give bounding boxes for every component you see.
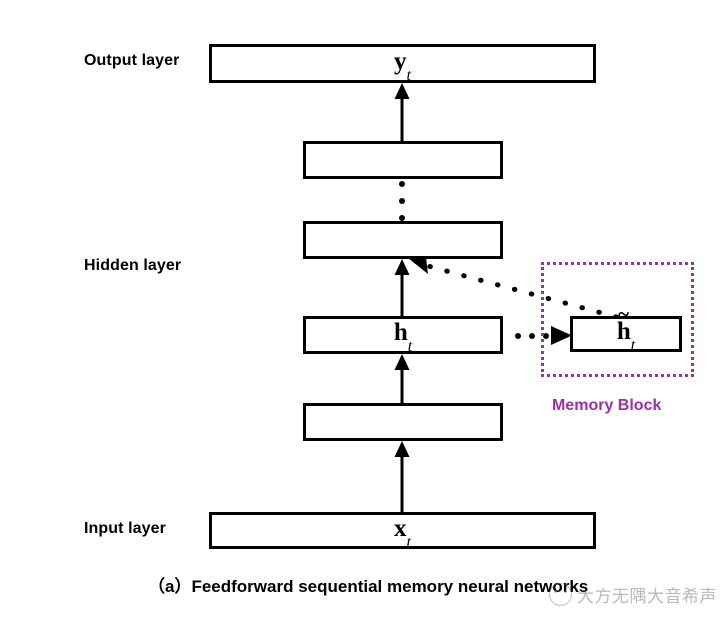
ellipsis-dot	[515, 332, 521, 339]
watermark-text: 大方无隅大音希声	[577, 587, 717, 607]
tilde-accent-icon: ~	[618, 302, 630, 326]
figure-caption: （a）Feedforward sequential memory neural …	[148, 577, 589, 596]
memory-block-frame	[541, 262, 694, 377]
output-symbol-base: y	[394, 47, 407, 75]
input-layer-label: Input layer	[84, 520, 167, 537]
input-symbol-subscript: t	[406, 533, 411, 551]
memory-symbol-base: h	[616, 318, 631, 345]
arrow-ht-to-hidden-middle	[392, 259, 412, 317]
input-layer-box: xt	[209, 512, 596, 551]
output-layer-label: Output layer	[84, 52, 180, 69]
input-symbol-base: x	[394, 514, 407, 542]
memory-feedback-dotted-arrow	[400, 252, 660, 334]
memory-link-horizontal-ellipsis	[515, 332, 549, 339]
hidden-layer-box-top	[303, 141, 503, 179]
ellipsis-dot	[399, 198, 405, 204]
ellipsis-dot	[529, 332, 535, 339]
hidden-layer-box-ht: ht	[303, 316, 503, 355]
output-node-symbol: yt	[394, 47, 411, 84]
memory-block-box: ~ht	[570, 304, 682, 354]
ellipsis-dot	[399, 215, 405, 221]
hidden-layers-vertical-ellipsis	[399, 181, 405, 221]
arrow-hidden-bottom-to-ht	[392, 354, 412, 403]
hidden-layer-box-middle	[303, 221, 503, 259]
hidden-layer-label: Hidden layer	[84, 257, 182, 274]
ht-symbol-base: h	[393, 319, 408, 346]
input-node-symbol: xt	[394, 514, 411, 551]
memory-block-label: Memory Block	[552, 397, 662, 414]
hidden-layer-box-bottom	[303, 403, 503, 441]
ht-symbol-subscript: t	[407, 338, 413, 355]
ellipsis-dot	[399, 181, 405, 187]
memory-symbol-tilde-wrap: ~h	[616, 304, 631, 345]
ellipsis-dot	[543, 332, 549, 339]
output-layer-box: yt	[209, 44, 596, 83]
memory-symbol-subscript: t	[630, 337, 636, 354]
arrow-input-to-hidden-bottom	[392, 441, 412, 515]
ht-node-symbol: ht	[393, 319, 412, 355]
arrow-hidden-to-output	[392, 83, 412, 142]
arrowhead-into-memory-box	[551, 324, 575, 348]
memory-node-symbol: ~ht	[616, 304, 635, 354]
output-symbol-subscript: t	[406, 66, 411, 84]
